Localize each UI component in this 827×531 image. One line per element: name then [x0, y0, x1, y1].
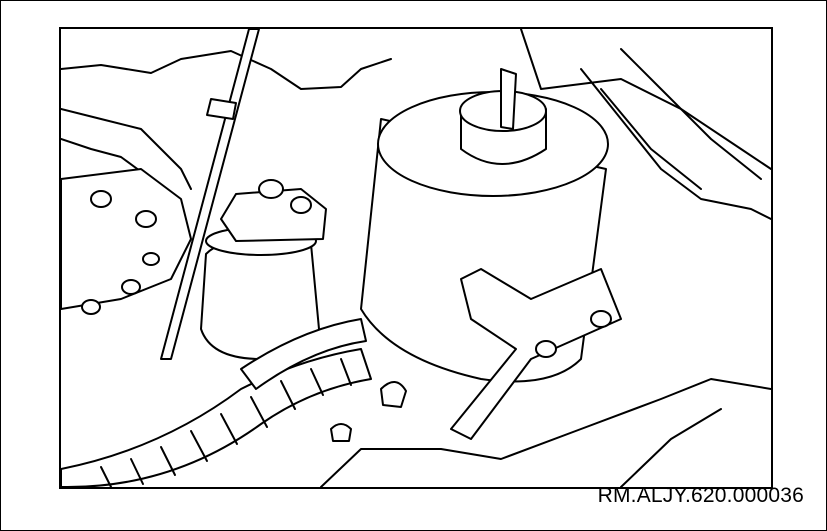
bracket-bolts [535, 310, 612, 358]
corrugated-hose-front [61, 348, 372, 487]
figure-reference-code: RM.ALJY.620.000036 [597, 484, 804, 507]
illustration-border [59, 27, 773, 489]
rod-clamp [206, 98, 237, 120]
engine-bay-illustration-icon [61, 29, 771, 487]
floor-panel [320, 378, 771, 487]
lower-fittings [330, 381, 407, 442]
cover-bolts [81, 190, 160, 315]
hose-ribs [100, 358, 352, 487]
filter-nut [258, 179, 284, 199]
corrugated-hose-rear [240, 318, 367, 390]
right-bracket-panel [580, 48, 771, 220]
dipstick-handle [500, 68, 517, 130]
filter-fitting [290, 196, 312, 214]
mounting-bracket [450, 268, 622, 440]
